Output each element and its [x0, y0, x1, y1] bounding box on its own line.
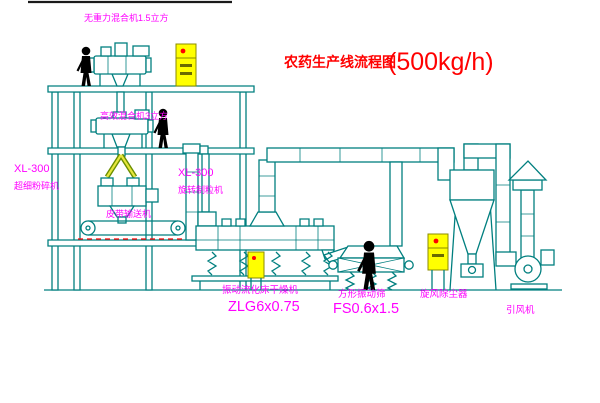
control-panel-1	[175, 43, 197, 87]
control-panel-1-indicator	[180, 48, 186, 54]
label-belt-conveyor: 皮带输送机	[106, 208, 151, 219]
dryer-feed-pipe	[201, 153, 210, 213]
control-panel-2	[247, 251, 265, 290]
belt-conveyor	[78, 220, 206, 240]
label-mixer-top: 无重力混合机1.5立方	[84, 12, 169, 23]
control-panel-2-cabinet	[247, 251, 265, 279]
fan-motor	[540, 249, 555, 266]
sieve-motor-left	[328, 260, 338, 270]
control-panel-2-indicator	[252, 256, 256, 260]
mixer-top-motor	[132, 45, 150, 57]
cyclone-cone	[449, 199, 495, 255]
cyclone-separator	[449, 143, 511, 291]
operator-figure-1	[76, 45, 93, 88]
label-mixer-mid: 高效混合机3立方	[100, 110, 168, 121]
page-title: 农药生产线流程图	[283, 54, 396, 70]
label-sieve-model: FS0.6x1.5	[333, 301, 399, 317]
exhaust-duct	[258, 147, 455, 247]
induced-draft-fan	[507, 160, 555, 290]
exhaust-stack	[520, 189, 535, 259]
label-fan-name: 引风机	[506, 304, 535, 316]
granulator-motor	[145, 188, 159, 203]
mixer-top	[88, 42, 152, 117]
label-dryer-model: ZLG6x0.75	[228, 299, 300, 315]
sieve-riser-duct	[389, 161, 403, 247]
cyclone-cylinder	[449, 169, 495, 201]
control-panel-3	[427, 233, 449, 290]
sieve-motor-right	[404, 260, 414, 270]
dryer-body	[195, 225, 335, 251]
control-panel-3-cabinet	[427, 233, 449, 271]
conveyor-pulley-left	[80, 220, 96, 236]
dryer-springs	[206, 251, 334, 276]
mixer-middle-discharge-cone	[111, 133, 131, 148]
cyclone-rotary-valve	[460, 263, 484, 278]
fluid-bed-dryer	[191, 211, 353, 290]
belt-lines	[88, 220, 178, 236]
label-mill-name: 超细粉碎机	[14, 180, 59, 191]
main-horizontal-duct	[266, 147, 455, 163]
fan-scroll	[514, 255, 542, 283]
label-mill-model: XL-300	[14, 163, 49, 175]
control-panel-3-indicator	[433, 238, 439, 244]
dryer-exhaust-hood	[248, 211, 286, 227]
mixer-top-discharge-cone	[111, 73, 129, 87]
label-sieve-name: 方形振动筛	[338, 288, 386, 300]
mixer-middle-motor	[134, 109, 150, 120]
dryer-inlet-box	[197, 211, 217, 227]
conveyor-pulley-right	[170, 220, 186, 236]
fan-base	[510, 283, 548, 290]
granulator	[97, 177, 159, 224]
bucket-elevator	[182, 143, 210, 241]
page-title-capacity: (500kg/h)	[388, 48, 494, 76]
mixer-middle	[90, 109, 154, 148]
mixer-top-body	[93, 55, 147, 75]
label-granulator-name: 旋转制粒机	[178, 184, 223, 195]
stack-rain-cap	[507, 160, 548, 181]
y-chute	[104, 146, 138, 179]
fan-inlet-duct	[495, 143, 517, 267]
granulator-body	[97, 185, 147, 207]
dryer-riser-duct	[258, 159, 276, 213]
label-granulator-model: XL-300	[178, 167, 213, 179]
label-dryer-name: 振动流化床干燥机	[222, 284, 299, 296]
dryer-base	[191, 275, 339, 282]
label-cyclone-name: 旋风除尘器	[420, 288, 468, 300]
